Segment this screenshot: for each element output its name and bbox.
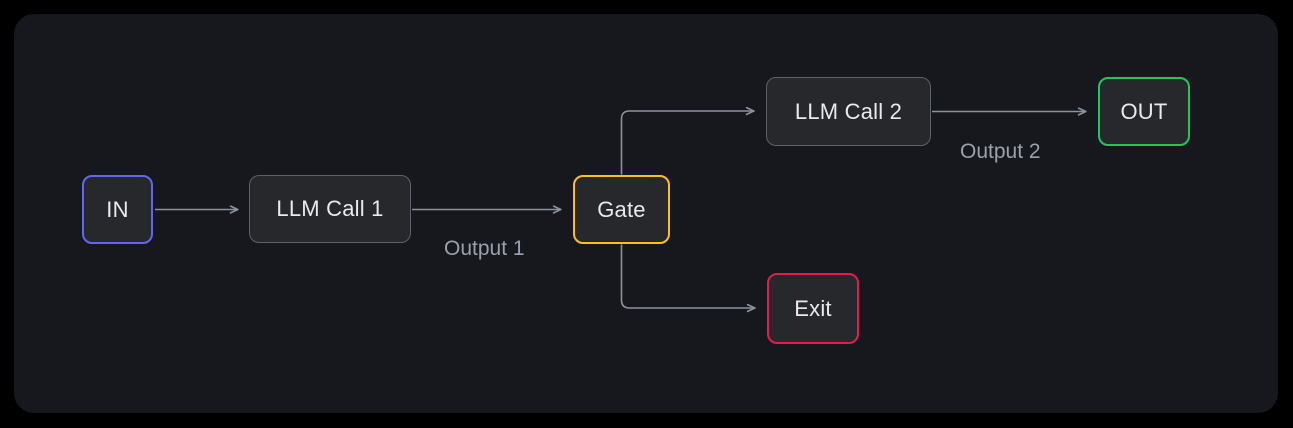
node-llm-call-1-label: LLM Call 1 bbox=[276, 196, 384, 221]
edge-label-output-2: Output 2 bbox=[960, 140, 1041, 163]
edge-label-output-1: Output 1 bbox=[444, 237, 525, 260]
node-exit[interactable]: Exit bbox=[767, 273, 859, 344]
node-llm-call-1[interactable]: LLM Call 1 bbox=[249, 175, 411, 243]
node-in[interactable]: IN bbox=[82, 175, 153, 244]
node-in-label: IN bbox=[106, 196, 129, 222]
node-llm-call-2-label: LLM Call 2 bbox=[794, 98, 903, 124]
node-gate[interactable]: Gate bbox=[573, 175, 670, 244]
node-out-label: OUT bbox=[1120, 98, 1168, 124]
node-llm-call-2[interactable]: LLM Call 2 bbox=[766, 77, 931, 146]
node-gate-label: Gate bbox=[597, 196, 646, 222]
node-out[interactable]: OUT bbox=[1098, 77, 1190, 146]
node-exit-label: Exit bbox=[794, 295, 832, 321]
